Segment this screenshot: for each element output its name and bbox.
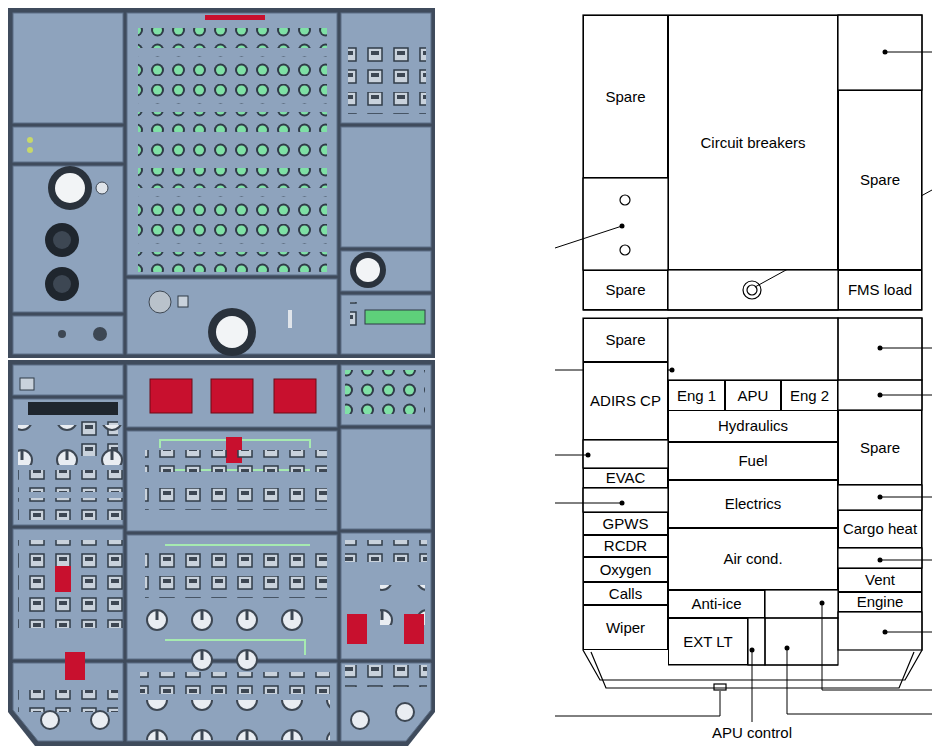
zone-label: FMS load	[846, 282, 914, 298]
zone-label: Eng 2	[788, 388, 831, 404]
callout-label: APU control	[710, 724, 794, 741]
panel-zone: Electrics	[668, 480, 838, 528]
panel-zone: Vent	[838, 568, 922, 592]
zone-label: EVAC	[604, 470, 648, 486]
zone-label: APU	[736, 388, 771, 404]
zone-label: EXT LT	[681, 634, 734, 650]
zone-label: Hydraulics	[716, 418, 790, 434]
zone-label: Vent	[863, 572, 897, 588]
zone-label: ADIRS CP	[588, 393, 663, 409]
zone-label: Air cond.	[721, 551, 784, 567]
panel-zone: RCDR	[583, 535, 668, 557]
zone-label: Fuel	[736, 453, 769, 469]
panel-zone: Eng 2	[781, 380, 838, 410]
zone-label: GPWS	[601, 516, 651, 532]
panel-zone: Spare	[838, 410, 922, 485]
panel-zone: EVAC	[583, 468, 668, 488]
zone-label: Wiper	[604, 620, 647, 636]
zone-label: Anti-ice	[689, 596, 743, 612]
panel-zone: Hydraulics	[668, 410, 838, 442]
zone-label: Engine	[855, 594, 906, 610]
zone-label: Spare	[603, 89, 647, 105]
zone-label: Eng 1	[675, 388, 718, 404]
panel-zone: Circuit breakers	[668, 15, 838, 270]
panel-zone: Oxygen	[583, 557, 668, 582]
zone-label: Spare	[603, 282, 647, 298]
panel-zone: Spare	[583, 270, 668, 310]
zone-label: Circuit breakers	[698, 135, 807, 151]
zone-label: Spare	[603, 332, 647, 348]
panel-zone: EXT LT	[668, 618, 748, 665]
panel-zone: Fuel	[668, 442, 838, 480]
zone-label: Calls	[607, 586, 644, 602]
panel-zone: ADIRS CP	[583, 362, 668, 440]
panel-zone: Air cond.	[668, 528, 838, 590]
panel-zone: Anti-ice	[668, 590, 765, 618]
zone-label: Oxygen	[598, 562, 654, 578]
panel-zone: GPWS	[583, 512, 668, 535]
panel-zone: Spare	[838, 90, 922, 270]
panel-zone: Eng 1	[668, 380, 725, 410]
panel-zone: Engine	[838, 592, 922, 612]
zone-label: RCDR	[602, 538, 649, 554]
zone-label: Spare	[858, 172, 902, 188]
panel-zone: Wiper	[583, 605, 668, 650]
zone-label: Spare	[858, 440, 902, 456]
panel-zone: Spare	[583, 15, 668, 178]
panel-zone: Calls	[583, 582, 668, 605]
panel-zone: FMS load	[838, 270, 922, 310]
zone-label: Cargo heat	[841, 521, 919, 537]
panel-zone: Spare	[583, 318, 668, 362]
panel-zone: Cargo heat	[838, 510, 922, 548]
panel-zone: APU	[725, 380, 781, 410]
zone-label: Electrics	[723, 496, 784, 512]
